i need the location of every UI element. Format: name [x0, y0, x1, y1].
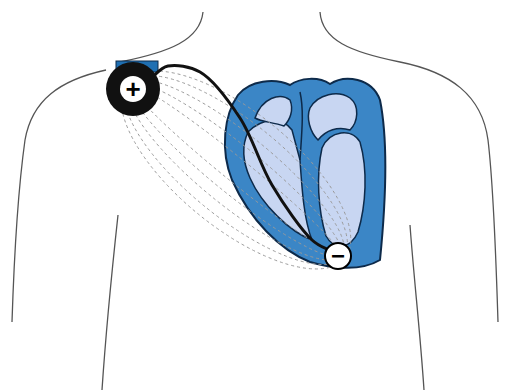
neck-left [120, 12, 203, 62]
device-can: + [106, 62, 160, 116]
field-lines [91, 37, 382, 303]
electrode-tip: − [324, 242, 352, 270]
left-atrium [308, 94, 356, 140]
right-atrium [255, 97, 292, 126]
field-line [126, 78, 346, 263]
torso-outline [12, 12, 498, 390]
polarity-sign: + [120, 76, 146, 102]
shoulder-left [12, 70, 106, 322]
left-ventricle [319, 133, 366, 246]
arm-right [410, 225, 424, 390]
polarity-sign: − [327, 245, 349, 267]
field-line [99, 46, 374, 294]
arm-left [102, 215, 118, 390]
pacing-lead [156, 65, 327, 248]
field-line [91, 37, 382, 303]
